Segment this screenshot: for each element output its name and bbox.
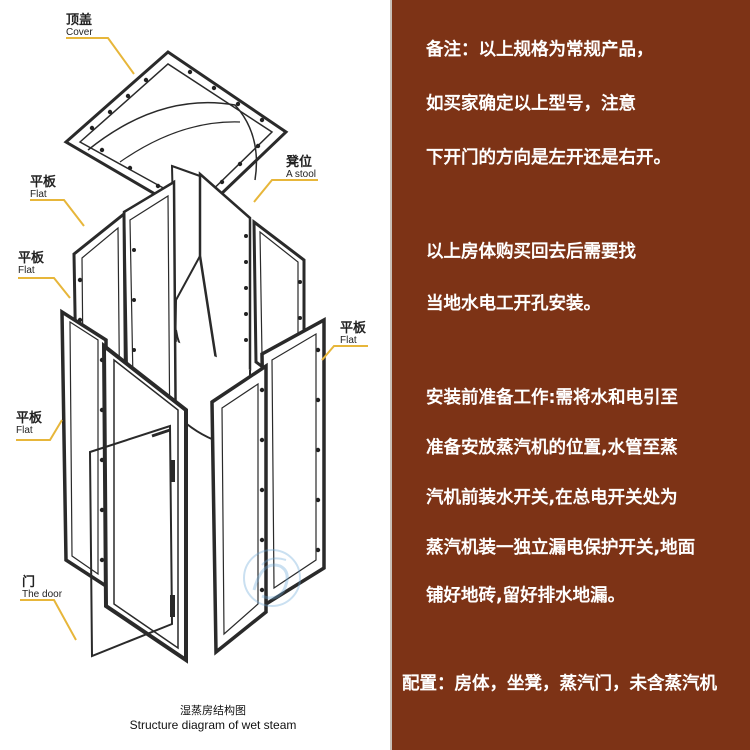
label-flat-2: 平板 Flat xyxy=(18,252,44,276)
leader-stool xyxy=(253,179,318,203)
label-stool-zh: 凳位 xyxy=(286,155,313,170)
label-cover-zh: 顶盖 xyxy=(66,13,93,28)
label-flat-1: 平板 Flat xyxy=(30,176,56,200)
leader-door xyxy=(20,599,77,641)
watermark-seal xyxy=(243,549,301,607)
door-frame xyxy=(101,341,188,664)
structure-diagram xyxy=(16,37,368,664)
note-line-7: 准备安放蒸汽机的位置,水管至蒸 xyxy=(426,438,678,458)
note-line-6: 安装前准备工作:需将水和电引至 xyxy=(426,388,678,408)
diagram-caption: 湿蒸房结构图 Structure diagram of wet steam xyxy=(118,702,308,732)
label-flat-4-en: Flat xyxy=(16,424,33,436)
door-panel xyxy=(88,424,174,658)
leader-flat-4 xyxy=(16,419,63,441)
label-flat-4: 平板 Flat xyxy=(16,412,42,436)
leader-cover xyxy=(66,37,135,75)
right-front-flat-panel xyxy=(260,317,326,608)
structure-diagram-panel: 顶盖 Cover 凳位 A stool 平板 Flat 平板 Flat 平板 F… xyxy=(16,13,368,732)
label-door-zh: 门 xyxy=(22,575,36,590)
leader-lines xyxy=(16,37,368,641)
label-door-en: The door xyxy=(22,588,63,600)
note-line-10: 铺好地砖,留好排水地漏。 xyxy=(426,586,626,606)
label-stool-en: A stool xyxy=(286,168,317,180)
label-cover: 顶盖 Cover xyxy=(66,14,93,38)
note-line-8: 汽机前装水开关,在总电开关处为 xyxy=(426,488,678,508)
caption-zh: 湿蒸房结构图 xyxy=(180,704,246,717)
note-line-9: 蒸汽机装一独立漏电保护开关,地面 xyxy=(426,538,696,558)
note-line-5: 当地水电工开孔安装。 xyxy=(426,294,601,314)
leader-flat-2 xyxy=(18,277,71,299)
label-flat-1-en: Flat xyxy=(30,188,47,200)
label-flat-2-zh: 平板 xyxy=(18,251,45,266)
label-flat-3: 平板 Flat xyxy=(340,322,366,346)
notes-panel: 备注：以上规格为常规产品， 如买家确定以上型号，注意 下开门的方向是左开还是右开… xyxy=(390,0,750,750)
label-door: 门 The door xyxy=(22,576,62,600)
note-line-1: 备注：以上规格为常规产品， xyxy=(426,40,654,60)
front-middle-flat-panel xyxy=(210,362,268,656)
label-flat-4-zh: 平板 xyxy=(16,411,43,426)
label-flat-2-en: Flat xyxy=(18,264,35,276)
label-flat-1-zh: 平板 xyxy=(30,175,57,190)
leader-flat-1 xyxy=(30,199,85,227)
label-cover-en: Cover xyxy=(66,26,93,38)
caption-en: Structure diagram of wet steam xyxy=(129,718,297,732)
note-line-4: 以上房体购买回去后需要找 xyxy=(426,242,636,262)
label-flat-3-zh: 平板 xyxy=(340,321,367,336)
leader-flat-3 xyxy=(321,345,368,361)
note-config-line: 配置：房体，坐凳，蒸汽门，未含蒸汽机 xyxy=(402,674,717,694)
note-line-2: 如买家确定以上型号，注意 xyxy=(426,94,636,114)
cover-panel xyxy=(63,50,289,220)
label-stool: 凳位 A stool xyxy=(286,156,316,180)
note-line-3: 下开门的方向是左开还是右开。 xyxy=(426,148,671,168)
label-flat-3-en: Flat xyxy=(340,334,357,346)
